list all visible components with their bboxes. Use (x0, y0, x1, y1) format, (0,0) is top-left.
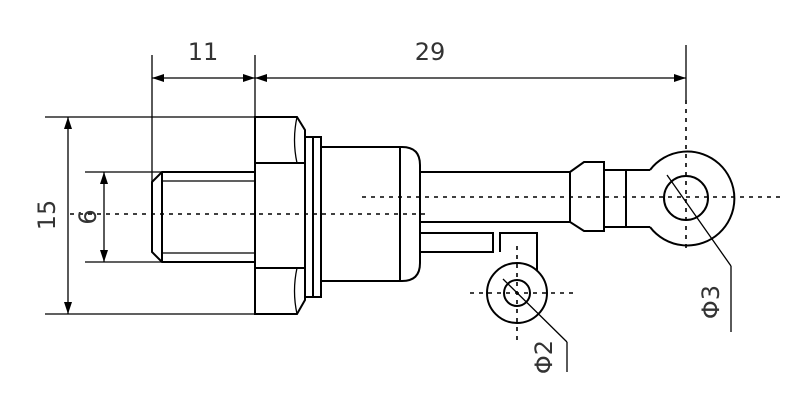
dimension-body-length: 29 (255, 38, 687, 100)
dimension-29-label: 29 (415, 38, 446, 66)
dimension-thread-diameter: 6 (74, 171, 162, 263)
main-lug-ring (649, 150, 736, 247)
main-terminal (420, 161, 650, 232)
phi3-label: Φ3 (697, 285, 725, 319)
housing (320, 146, 421, 282)
flange (304, 136, 322, 298)
phi2-leader: Φ2 (502, 278, 568, 374)
dimension-6-label: 6 (74, 209, 102, 224)
dimension-overall-height: 15 (33, 116, 255, 315)
threaded-stud (151, 171, 256, 263)
phi3-leader: Φ3 (666, 174, 732, 332)
hex-body (254, 116, 306, 315)
dimension-thread-length: 11 (151, 38, 256, 182)
dimension-11-label: 11 (188, 38, 219, 66)
gate-lead (420, 232, 548, 324)
phi2-label: Φ2 (530, 340, 558, 374)
dimension-15-label: 15 (33, 200, 61, 231)
